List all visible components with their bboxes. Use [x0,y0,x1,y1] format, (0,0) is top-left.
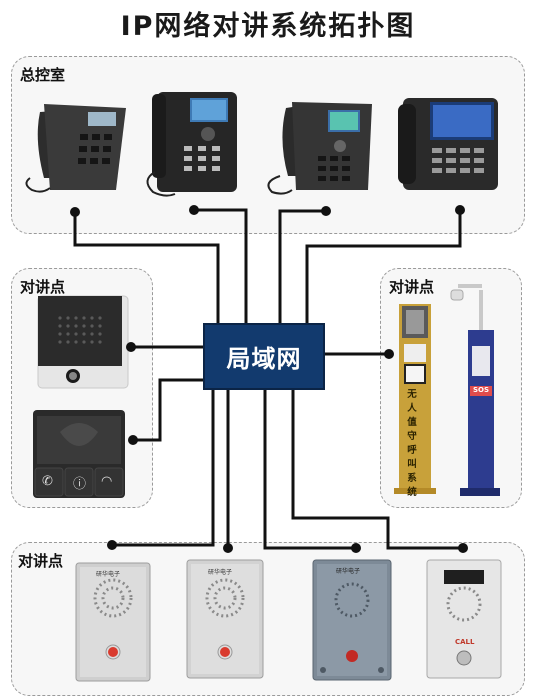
right-intercom-label: 对讲点 [389,278,435,296]
link-phone-3 [278,209,326,323]
link-phone-1 [73,212,220,323]
panel-intercom-4 [426,559,502,679]
panel-3-brand: 研华电子 [336,568,361,575]
lan-hub: 局域网 [203,323,325,390]
panel-intercom-2 [186,559,264,679]
panel-2-brand: 研华电子 [208,569,233,576]
link-phone-4 [305,210,462,323]
pole-sos-label: SOS [472,386,490,394]
link-bottom-1 [112,390,215,547]
kiosk-label: 无人值守呼叫系统 [407,389,417,498]
panel-intercom-3 [312,559,392,681]
link-bottom-3 [263,390,356,550]
diagram-title: IP网络对讲系统拓扑图 [120,11,416,42]
wifi-icon: ◠ [101,474,113,489]
ip-phone-4 [398,98,498,190]
link-left-bottom [133,378,203,442]
control-room-label: 总控室 [20,66,66,84]
desk-speaker-intercom [33,410,125,498]
bottom-intercom-label: 对讲点 [18,552,64,570]
link-phone-2 [194,208,248,323]
panel-intercom-1 [75,562,151,682]
call-kiosk [394,304,436,494]
ip-phone-1 [25,104,126,193]
panel-1-brand: 研华电子 [96,571,121,578]
sos-pole [450,284,500,496]
left-intercom-label: 对讲点 [20,278,66,296]
info-icon: ⓘ [73,477,87,492]
panel-4-call-label: CALL [455,638,475,646]
ip-phone-3 [267,102,372,195]
ip-phone-2 [146,92,237,197]
link-bottom-4 [291,390,463,550]
wall-speaker-intercom [37,295,129,389]
phone-icon: ✆ [42,474,53,489]
